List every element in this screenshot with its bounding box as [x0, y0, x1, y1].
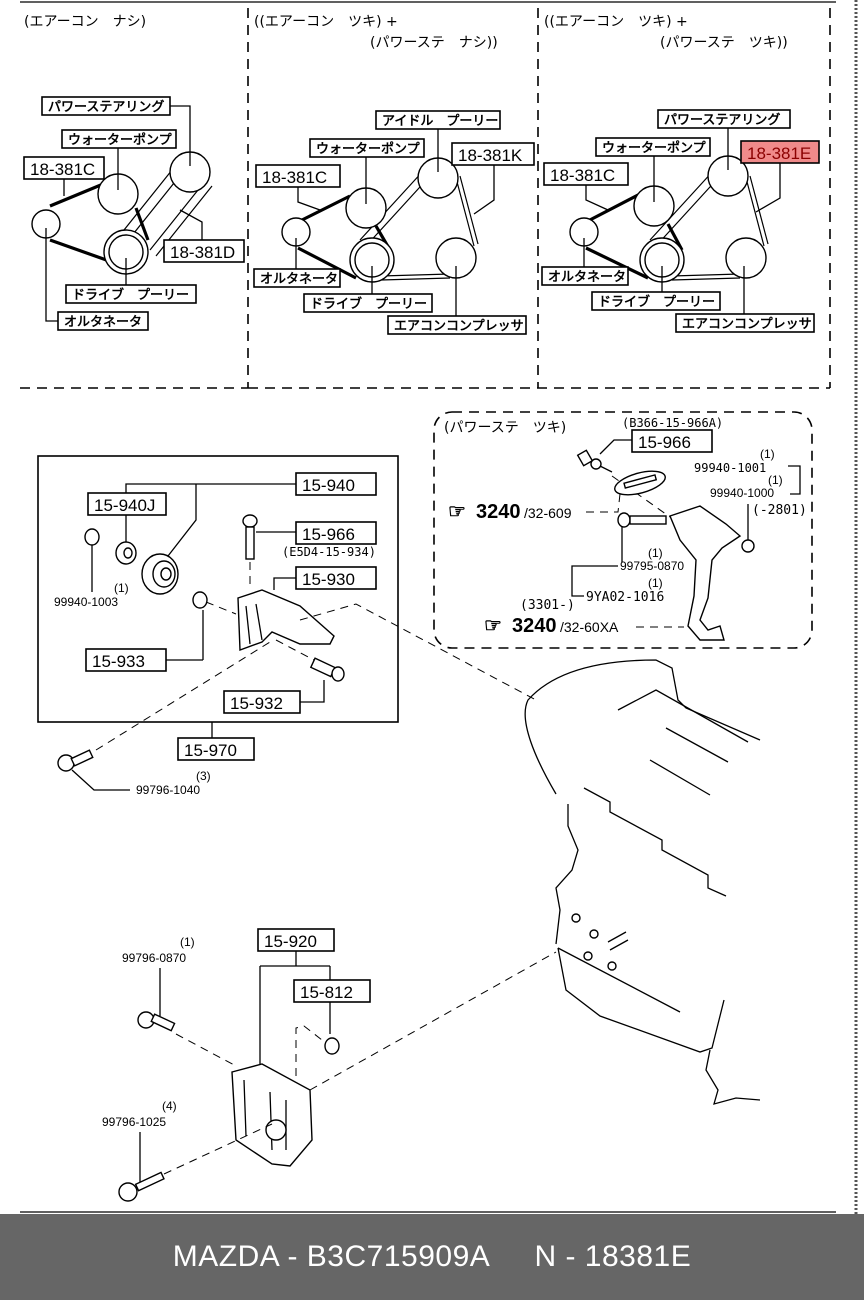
part-15-932[interactable]: 15-932 [230, 694, 283, 713]
ref-page-2[interactable]: 3240 [512, 615, 557, 637]
part-15-966-ref: (E5D4-15-934) [282, 545, 376, 559]
panel-title-line1: ((エアーコン ツキ) + [544, 14, 688, 30]
parts-diagram: (エアーコン ナシ) パワーステアリング ウォーターポンプ 18-381C 18… [20, 0, 858, 1214]
bolt-icon [576, 449, 613, 473]
tensioner-bracket-icon [237, 589, 335, 651]
compressor-bracket-icon [231, 1063, 313, 1167]
oem-part-number: N - 18381E [534, 1240, 692, 1273]
label-drive-pulley: ドライブ プーリー [72, 287, 189, 303]
tensioner-assembly: 15-940 15-940J (1) 99940-1003 15-966 (E5… [37, 455, 537, 797]
label-water-pump: ウォーターポンプ [602, 140, 707, 156]
svg-text:(1): (1) [114, 581, 129, 595]
bolt-icon [617, 512, 667, 528]
bolt-99940-1000[interactable]: 99940-1000 [710, 486, 774, 500]
label-power-steering: パワーステアリング [664, 112, 780, 128]
part-18-381c[interactable]: 18-381C [30, 160, 95, 179]
bolt-icon [137, 1011, 176, 1032]
part-18-381e[interactable]: 18-381E [747, 144, 811, 163]
panel-title-line2: (パワーステ ツキ)) [660, 35, 788, 51]
part-15-920[interactable]: 15-920 [264, 932, 317, 951]
bushing-icon [324, 1037, 340, 1055]
label-ac-compressor: エアコンコンプレッサ [394, 319, 524, 334]
svg-text:(1): (1) [648, 576, 663, 590]
bolt-99795-0870[interactable]: 99795-0870 [620, 559, 684, 573]
engine-block-outline [524, 659, 761, 1105]
part-15-812[interactable]: 15-812 [300, 983, 353, 1002]
part-18-381k[interactable]: 18-381K [458, 146, 523, 165]
panel-title-line2: (パワーステ ナシ)) [370, 35, 498, 51]
svg-text:(3): (3) [196, 769, 211, 783]
ref-page-1[interactable]: 3240 [476, 501, 521, 523]
label-drive-pulley: ドライブ プーリー [598, 294, 715, 310]
bolt-99796-1025[interactable]: 99796-1025 [102, 1115, 166, 1129]
bolt-99796-1040[interactable]: 99796-1040 [136, 783, 200, 797]
belt-panel-ac-no-ps: ((エアーコン ツキ) + (パワーステ ナシ)) アイドル プーリー ウォータ… [253, 14, 535, 335]
part-15-970[interactable]: 15-970 [184, 741, 237, 760]
label-alternator: オルタネータ [260, 272, 338, 287]
bolt-9ya02-1016[interactable]: 9YA02-1016 [586, 590, 664, 605]
label-water-pump: ウォーターポンプ [68, 132, 173, 148]
panel-title: (エアーコン ナシ) [24, 14, 146, 30]
bearing-icon [115, 541, 137, 565]
belt-panel-no-ac: (エアーコン ナシ) パワーステアリング ウォーターポンプ 18-381C 18… [23, 14, 245, 331]
ref-arrow-icon: ☞ [484, 615, 502, 637]
part-15-966[interactable]: 15-966 [638, 433, 691, 452]
bolt-99940-1001[interactable]: 99940-1001 [694, 461, 766, 475]
range-label-2: (3301-) [520, 598, 575, 613]
label-water-pump: ウォーターポンプ [316, 141, 421, 157]
inset-ref-code: (B366-15-966A) [622, 416, 723, 430]
range-label: (-2801) [752, 503, 807, 518]
spacer-plate-icon [614, 470, 666, 496]
pump-bracket-icon [669, 505, 755, 641]
svg-text:(4): (4) [162, 1099, 177, 1113]
belt-c-lower [49, 238, 113, 264]
part-15-930[interactable]: 15-930 [302, 570, 355, 589]
brand-part-number: MAZDA - B3C715909A [172, 1240, 491, 1273]
part-18-381c[interactable]: 18-381C [262, 168, 327, 187]
part-15-966[interactable]: 15-966 [302, 525, 355, 544]
part-18-381c[interactable]: 18-381C [550, 166, 615, 185]
nut-icon [84, 528, 100, 546]
part-15-940[interactable]: 15-940 [302, 476, 355, 495]
spacer-icon [192, 591, 208, 609]
ref-arrow-icon: ☞ [448, 501, 466, 523]
inset-power-steering: (パワーステ ツキ) (B366-15-966A) 15-966 (1) 999… [433, 411, 813, 649]
label-ac-compressor: エアコンコンプレッサ [682, 317, 812, 332]
svg-text:(1): (1) [180, 935, 195, 949]
belt-panel-ac-ps: ((エアーコン ツキ) + (パワーステ ツキ)) パワーステアリング ウォータ… [541, 14, 820, 333]
label-idle-pulley: アイドル プーリー [382, 114, 498, 129]
bolt-icon [118, 1171, 165, 1202]
idler-pulley-icon [141, 553, 179, 595]
bolt-icon [309, 657, 345, 682]
svg-text:(1): (1) [768, 473, 783, 487]
label-drive-pulley: ドライブ プーリー [310, 296, 427, 312]
bolt-99796-0870[interactable]: 99796-0870 [122, 951, 186, 965]
part-18-381d[interactable]: 18-381D [170, 243, 235, 262]
ac-bracket-assembly: 15-920 15-812 (1) 99796-0870 (4) 99796-1… [102, 928, 557, 1202]
bolt-icon [57, 749, 94, 772]
label-power-steering: パワーステアリング [48, 99, 164, 115]
belt-c [49, 180, 109, 208]
svg-text:(1): (1) [648, 546, 663, 560]
svg-text:(1): (1) [760, 447, 775, 461]
inset-title: (パワーステ ツキ) [444, 420, 566, 436]
bolt-icon [242, 514, 258, 560]
footer-bar: MAZDA - B3C715909A N - 18381E [0, 1214, 864, 1300]
ref-page-2-suffix[interactable]: /32-60XA [560, 619, 619, 635]
part-15-933[interactable]: 15-933 [92, 652, 145, 671]
nut-99940-1003[interactable]: 99940-1003 [54, 595, 118, 609]
label-alternator: オルタネータ [64, 315, 142, 330]
panel-title-line1: ((エアーコン ツキ) + [254, 14, 398, 30]
label-alternator: オルタネータ [548, 270, 626, 285]
ref-page-1-suffix[interactable]: /32-609 [524, 505, 572, 521]
part-15-940j[interactable]: 15-940J [94, 496, 155, 515]
